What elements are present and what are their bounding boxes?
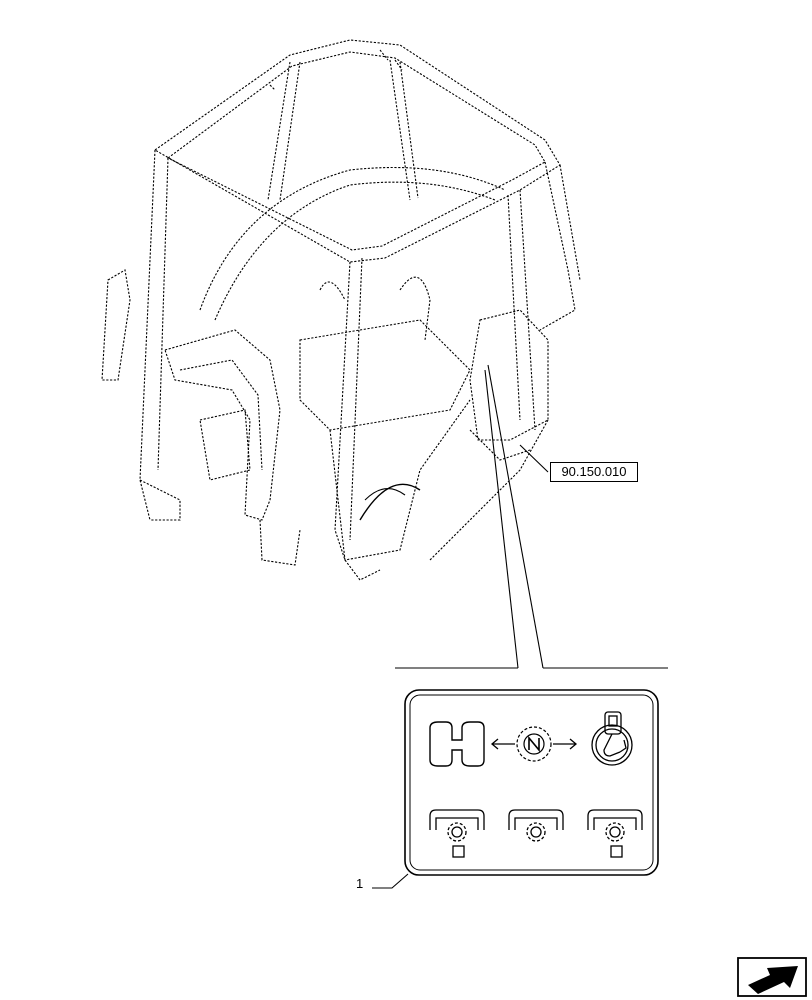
engine-crank-icon xyxy=(591,711,633,766)
cab-frame-drawing xyxy=(101,39,581,581)
double-arrow-icon xyxy=(490,738,578,750)
next-page-arrow-icon[interactable] xyxy=(737,957,807,997)
pto-icon xyxy=(587,809,643,858)
pto-icon xyxy=(429,809,485,858)
item-number-label: 1 xyxy=(356,876,364,891)
pto-icon xyxy=(508,809,564,842)
leader-lines xyxy=(372,364,668,889)
reference-label[interactable]: 90.150.010 xyxy=(550,462,638,482)
decal-panel xyxy=(404,689,659,876)
neutral-gear-icon xyxy=(516,726,552,762)
axle-icon xyxy=(429,721,485,767)
